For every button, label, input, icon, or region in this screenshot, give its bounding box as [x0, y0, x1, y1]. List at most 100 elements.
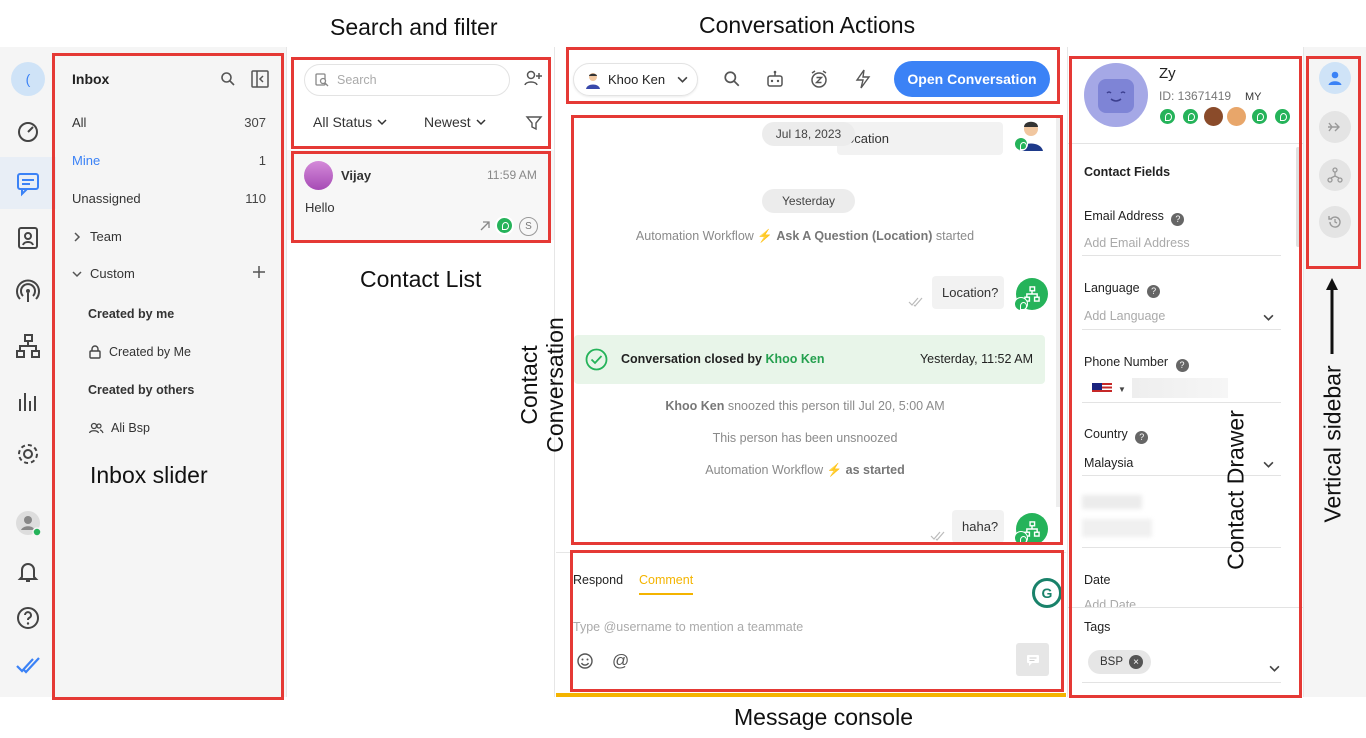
message-input[interactable]: Type @username to mention a teammate — [573, 620, 804, 634]
workflow-suffix: started — [935, 229, 975, 243]
drawer-scrollbar[interactable] — [1296, 147, 1300, 247]
whatsapp-icon[interactable] — [1250, 107, 1269, 126]
open-conversation-button[interactable]: Open Conversation — [894, 61, 1050, 97]
contacts-icon[interactable] — [14, 224, 42, 252]
scrollbar[interactable] — [1056, 117, 1061, 507]
search-conversation-icon[interactable] — [723, 70, 741, 88]
help-icon[interactable] — [14, 604, 42, 632]
unsnooze-event: This person has been unsnoozed — [712, 431, 898, 445]
whatsapp-icon[interactable] — [1273, 107, 1292, 126]
workflow-prefix: Automation Workflow — [635, 229, 754, 243]
remove-tag-icon[interactable]: × — [1129, 655, 1144, 669]
created-by-others-item[interactable]: Ali Bsp — [88, 421, 150, 435]
settings-icon[interactable] — [14, 440, 42, 468]
merge-button[interactable] — [1319, 111, 1351, 143]
phone-label-text: Phone Number — [1084, 355, 1169, 369]
team-group[interactable]: Team — [72, 229, 122, 244]
language-select[interactable]: Add Language — [1084, 309, 1166, 323]
workflow-icon[interactable] — [14, 332, 42, 360]
divider — [1082, 402, 1281, 403]
divider — [1068, 607, 1303, 608]
conversation-panel: Khoo Ken Open Conversation ocation Jul 1… — [556, 47, 1066, 697]
contact-list-item[interactable]: Vijay 11:59 AM Hello S — [287, 150, 554, 240]
chevron-right-icon — [72, 231, 82, 242]
emoji-icon[interactable] — [576, 652, 594, 670]
created-by-others-item-label: Ali Bsp — [111, 421, 150, 435]
date-field[interactable]: Add Date — [1084, 598, 1137, 608]
double-check-icon[interactable] — [14, 651, 42, 679]
add-contact-icon[interactable] — [523, 69, 543, 87]
reports-icon[interactable] — [14, 387, 42, 415]
help-icon[interactable]: ? — [1175, 359, 1189, 372]
contact-profile-button[interactable] — [1319, 62, 1351, 94]
redacted-field — [1082, 519, 1152, 537]
whatsapp-icon — [495, 216, 514, 240]
workspace-avatar[interactable]: ( — [11, 62, 45, 96]
country-select[interactable]: Malaysia — [1084, 456, 1134, 470]
search-input[interactable]: Search — [304, 64, 510, 96]
help-icon[interactable]: ? — [1147, 285, 1161, 298]
snooze-icon[interactable] — [809, 69, 829, 89]
malaysia-flag-icon[interactable] — [1092, 383, 1112, 395]
chevron-down-icon[interactable] — [1263, 459, 1274, 470]
lightning-icon[interactable] — [854, 69, 872, 89]
dashboard-icon[interactable] — [14, 117, 42, 145]
contact-name: Zy — [1159, 65, 1176, 82]
tab-comment[interactable]: Comment — [639, 573, 694, 595]
caret-down-icon[interactable]: ▼ — [1118, 385, 1126, 394]
whatsapp-icon[interactable] — [1158, 107, 1177, 126]
contact-fields-title: Contact Fields — [1084, 165, 1171, 179]
tags-label: Tags — [1084, 620, 1111, 634]
inbox-item-count: 307 — [244, 115, 266, 130]
broadcast-icon[interactable] — [14, 278, 42, 306]
collapse-panel-icon[interactable] — [250, 69, 270, 89]
help-icon[interactable]: ? — [1171, 213, 1185, 226]
chevron-down-icon[interactable] — [1269, 663, 1280, 674]
annotation-label: Contact Drawer — [1222, 410, 1249, 570]
help-icon[interactable]: ? — [1135, 431, 1149, 444]
check-circle-icon — [585, 348, 608, 371]
workflow-button[interactable] — [1319, 159, 1351, 191]
status-filter-dropdown[interactable]: All Status — [313, 114, 387, 130]
created-by-me-item[interactable]: Created by Me — [88, 345, 191, 359]
grammarly-icon[interactable]: G — [1032, 578, 1062, 608]
inbox-item-count: 1 — [258, 153, 266, 168]
whatsapp-icon[interactable] — [1181, 107, 1200, 126]
country-code: MY — [1245, 91, 1262, 103]
custom-group[interactable]: Custom — [72, 266, 135, 281]
tab-respond[interactable]: Respond — [573, 573, 624, 587]
filter-icon[interactable] — [525, 114, 543, 132]
custom-label: Custom — [90, 266, 135, 281]
workflow-prefix: Automation Workflow — [705, 463, 824, 477]
chevron-down-icon[interactable] — [1263, 312, 1274, 323]
send-button[interactable] — [1016, 643, 1049, 676]
chevron-down-icon — [72, 269, 82, 279]
phone-field-label: Phone Number ? — [1084, 355, 1189, 372]
add-custom-icon[interactable] — [252, 265, 266, 279]
bot-icon[interactable] — [765, 69, 785, 89]
assignee-dropdown[interactable]: Khoo Ken — [573, 63, 698, 96]
contact-avatar — [304, 161, 333, 190]
chat-icon[interactable] — [14, 169, 42, 197]
bell-icon[interactable] — [14, 557, 42, 585]
user-status-icon[interactable] — [14, 509, 42, 537]
person-channel-icon[interactable] — [1204, 107, 1223, 126]
search-icon[interactable] — [220, 71, 236, 87]
tag-chip[interactable]: BSP× — [1088, 650, 1152, 674]
history-button[interactable] — [1319, 206, 1351, 238]
email-field[interactable]: Add Email Address — [1084, 236, 1190, 250]
message-bubble: Location? — [932, 276, 1004, 309]
sort-dropdown[interactable]: Newest — [424, 114, 486, 130]
workflow-started-event: Automation Workflow ⚡ Ask A Question (Lo… — [556, 229, 1054, 244]
annotation-label: Message console — [734, 704, 913, 730]
phone-input[interactable] — [1132, 378, 1228, 398]
document-channel-icon[interactable] — [1227, 107, 1246, 126]
avatar-face — [1098, 79, 1134, 113]
date-chip: Jul 18, 2023 — [762, 122, 855, 146]
mention-icon[interactable]: @ — [612, 651, 630, 670]
divider — [1082, 329, 1281, 330]
email-label-text: Email Address — [1084, 209, 1164, 223]
